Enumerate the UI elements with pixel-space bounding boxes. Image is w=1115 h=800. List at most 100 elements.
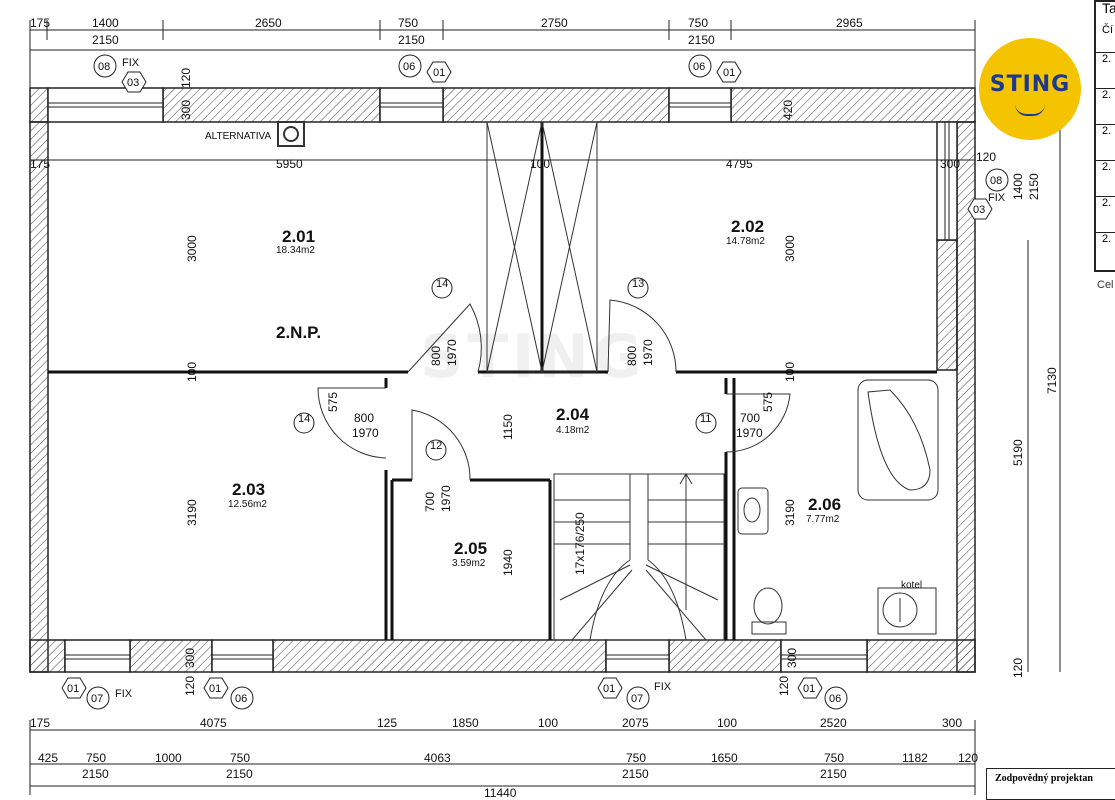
window-tag-tr-b: 01 — [723, 67, 735, 79]
dim-top1-g: 2965 — [836, 16, 863, 30]
dim-top2-d: 2150 — [398, 33, 425, 47]
dim-right-2150: 2150 — [1027, 173, 1041, 200]
dim-bot1-i: 300 — [942, 716, 962, 730]
room-2-01-number: 2.01 — [282, 227, 315, 246]
dim-bot3-b: 2150 — [82, 767, 109, 781]
window-tag-shapes — [61, 54, 1009, 710]
dim-bot1-c: 125 — [377, 716, 397, 730]
dim-v-100a: 100 — [185, 362, 199, 382]
window-tag-r-a: 08 — [990, 175, 1002, 187]
dim-v-3000a: 3000 — [185, 235, 199, 262]
window-tag-r-b: 03 — [973, 204, 985, 216]
room-2-06-number: 2.06 — [808, 495, 841, 514]
dim-bot1-g: 100 — [717, 716, 737, 730]
dim-top2-b: 2150 — [92, 33, 119, 47]
dim-bot-120b: 120 — [777, 676, 791, 696]
dim-inner-4795: 4795 — [726, 157, 753, 171]
dim-right-1400: 1400 — [1011, 173, 1025, 200]
door-tag-13: 13 — [632, 278, 644, 290]
dim-door-1970b: 1970 — [641, 339, 655, 366]
dim-v-3190a: 3190 — [185, 499, 199, 526]
sting-logo: STING — [979, 38, 1081, 140]
responsible-designer-label: Zodpovědný projektan — [995, 773, 1093, 784]
dim-bot2-c: 1000 — [155, 751, 182, 765]
room-table-row: 2. — [1096, 88, 1115, 124]
room-table-cell: 2. — [1102, 53, 1112, 65]
staircase — [553, 473, 725, 641]
room-table-row: 2. — [1096, 160, 1115, 196]
room-table-total: Cel — [1097, 279, 1114, 291]
dim-bot1-d: 1850 — [452, 716, 479, 730]
dim-door-1150: 1150 — [501, 414, 515, 440]
dim-bot3-d: 2150 — [226, 767, 253, 781]
dim-top1-e: 2750 — [541, 16, 568, 30]
dim-bot-120a: 120 — [183, 676, 197, 696]
room-2-03-area: 12.56m2 — [228, 499, 267, 510]
windows — [48, 102, 950, 660]
room-table-row: 2. — [1096, 52, 1115, 88]
dim-bot2-a: 425 — [38, 751, 58, 765]
dim-top1-a: 175 — [30, 16, 50, 30]
interior-walls — [48, 122, 937, 640]
dim-top2-f: 2150 — [688, 33, 715, 47]
dim-door-700a: 700 — [740, 411, 760, 425]
dim-inner-100: 100 — [530, 157, 550, 171]
dim-bot2-b: 750 — [86, 751, 106, 765]
dimension-lines-top — [29, 20, 976, 92]
dim-door-1970a: 1970 — [445, 339, 459, 366]
door-tag-11: 11 — [700, 413, 711, 425]
dim-door-700b: 700 — [423, 492, 437, 512]
dim-bot3-f: 2150 — [622, 767, 649, 781]
door-tag-14a: 14 — [436, 278, 448, 290]
window-tag-br-a: 01 — [803, 683, 815, 695]
dim-bot1-e: 100 — [538, 716, 558, 730]
room-table-row: 2. — [1096, 232, 1115, 270]
window-tag-bm-a: 01 — [603, 683, 615, 695]
window-tag-r-fix: FIX — [988, 192, 1006, 204]
window-tag-bm-b: 07 — [631, 693, 643, 705]
logo-text: STING — [989, 72, 1071, 97]
window-tag-bl2-a: 01 — [209, 683, 221, 695]
dim-total: 11440 — [484, 786, 517, 800]
dim-top-300: 300 — [179, 100, 193, 120]
dim-bot3-h: 2150 — [820, 767, 847, 781]
room-2-02-number: 2.02 — [731, 217, 764, 236]
dim-bot-300a: 300 — [183, 648, 197, 668]
window-tag-br-b: 06 — [829, 693, 841, 705]
dim-bot1-a: 175 — [30, 716, 50, 730]
window-tag-bm-fix: FIX — [654, 681, 672, 693]
room-2-03-number: 2.03 — [232, 480, 265, 499]
window-tag-bl2-b: 06 — [235, 693, 247, 705]
room-table-cell: 2. — [1102, 197, 1112, 209]
dim-bot2-i: 1182 — [902, 751, 928, 765]
dim-door-800b: 800 — [625, 346, 639, 366]
sanitary-fixtures — [277, 121, 939, 635]
dim-right-7130: 7130 — [1045, 367, 1059, 394]
dim-bot1-h: 2520 — [820, 716, 847, 730]
door-tag-12: 12 — [430, 440, 442, 452]
dim-inner-300: 300 — [940, 157, 960, 171]
room-table: Ta Čí 2. 2. 2. 2. 2. 2. — [1094, 0, 1115, 272]
window-tag-bl-a: 01 — [67, 683, 79, 695]
dim-bot2-h: 750 — [824, 751, 844, 765]
window-tag-tl-a: 08 — [98, 61, 110, 73]
dim-v-100b: 100 — [783, 362, 797, 382]
alternative-label: ALTERNATIVA — [205, 131, 271, 142]
door-tag-14b: 14 — [298, 413, 310, 425]
dim-right-5190: 5190 — [1011, 439, 1025, 466]
dim-bot2-g: 1650 — [711, 751, 738, 765]
dim-bot1-b: 4075 — [200, 716, 227, 730]
dim-top1-d: 750 — [398, 16, 418, 30]
dim-top-420: 420 — [781, 100, 795, 120]
room-table-cell: 2. — [1102, 125, 1112, 137]
smile-icon — [1015, 104, 1045, 116]
dim-bot1-f: 2075 — [622, 716, 649, 730]
floor-label: 2.N.P. — [276, 323, 321, 342]
room-2-04-number: 2.04 — [556, 405, 590, 424]
dim-door-575b: 575 — [761, 392, 775, 412]
window-tag-tm-b: 01 — [433, 67, 445, 79]
dim-door-800c: 800 — [354, 411, 374, 425]
dim-right-120: 120 — [1011, 658, 1025, 678]
door-tag-circles — [293, 277, 717, 461]
window-tag-tl-b: 03 — [127, 77, 139, 89]
